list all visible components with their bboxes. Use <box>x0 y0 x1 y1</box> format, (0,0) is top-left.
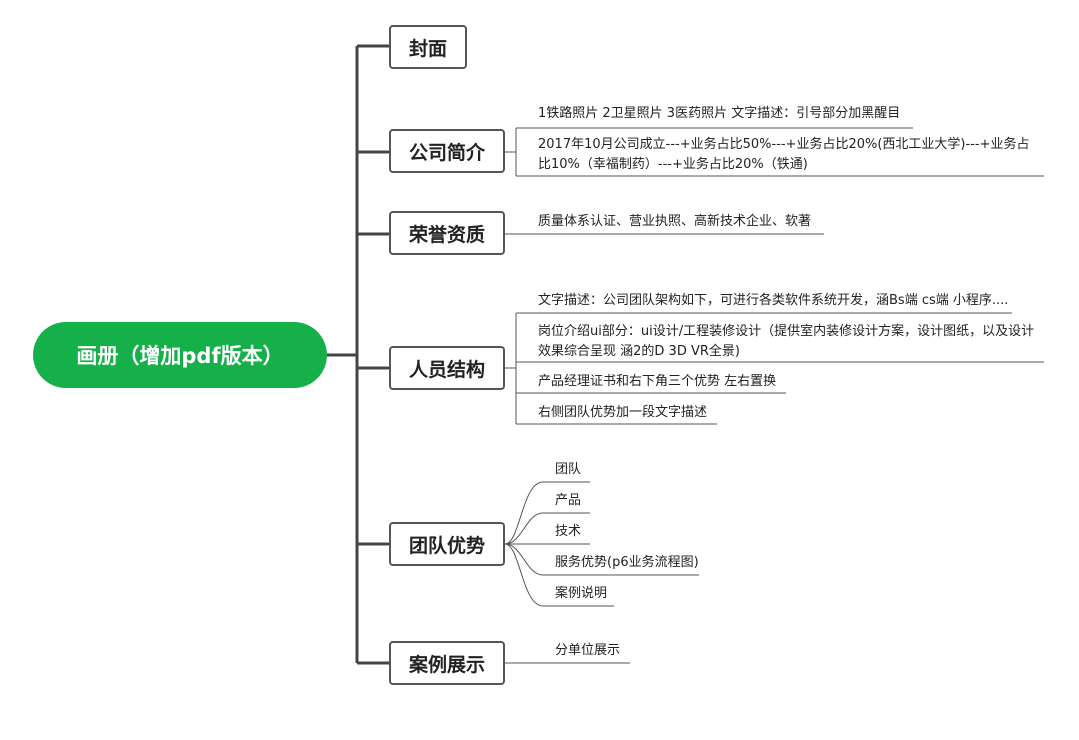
team-detail-product[interactable]: 产品 <box>555 493 582 508</box>
branch-cover[interactable]: 封面 <box>389 25 467 69</box>
branch-honors[interactable]: 荣誉资质 <box>389 211 505 255</box>
root-node[interactable]: 画册（增加pdf版本） <box>33 322 327 388</box>
staff-detail-description[interactable]: 文字描述：公司团队架构如下，可进行各类软件系统开发，涵Bs端 cs端 小程序..… <box>538 293 1009 308</box>
staff-connector <box>505 313 517 424</box>
intro-connector <box>505 128 517 176</box>
honor-detail[interactable]: 质量体系认证、营业执照、高新技术企业、软著 <box>538 214 812 229</box>
team-curve-4 <box>504 543 699 576</box>
branch-case-show[interactable]: 案例展示 <box>389 641 505 685</box>
team-curve-5 <box>504 543 614 607</box>
branch-staff-structure[interactable]: 人员结构 <box>389 346 505 390</box>
staff-detail-team-text[interactable]: 右侧团队优势加一段文字描述 <box>538 405 708 420</box>
staff-detail-ui-role[interactable]: 岗位介绍ui部分：ui设计/工程装修设计（提供室内装修设计方案，设计图纸，以及设… <box>538 324 1035 359</box>
team-curve-1 <box>504 481 590 545</box>
team-detail-case-note[interactable]: 案例说明 <box>555 586 608 601</box>
branch-team-advantage[interactable]: 团队优势 <box>389 522 505 566</box>
intro-detail-history[interactable]: 2017年10月公司成立---+业务占比50%---+业务占比20%(西北工业大… <box>538 137 1030 172</box>
cases-detail-units[interactable]: 分单位展示 <box>555 643 621 658</box>
team-detail-service[interactable]: 服务优势(p6业务流程图) <box>555 555 699 570</box>
team-detail-tech[interactable]: 技术 <box>555 524 582 539</box>
team-detail-team[interactable]: 团队 <box>555 462 582 477</box>
intro-detail-photos[interactable]: 1铁路照片 2卫星照片 3医药照片 文字描述：引号部分加黑醒目 <box>538 106 901 121</box>
branch-company-intro[interactable]: 公司简介 <box>389 129 505 173</box>
team-curve-2 <box>504 512 590 545</box>
staff-detail-pm-cert[interactable]: 产品经理证书和右下角三个优势 左右置换 <box>538 374 777 389</box>
